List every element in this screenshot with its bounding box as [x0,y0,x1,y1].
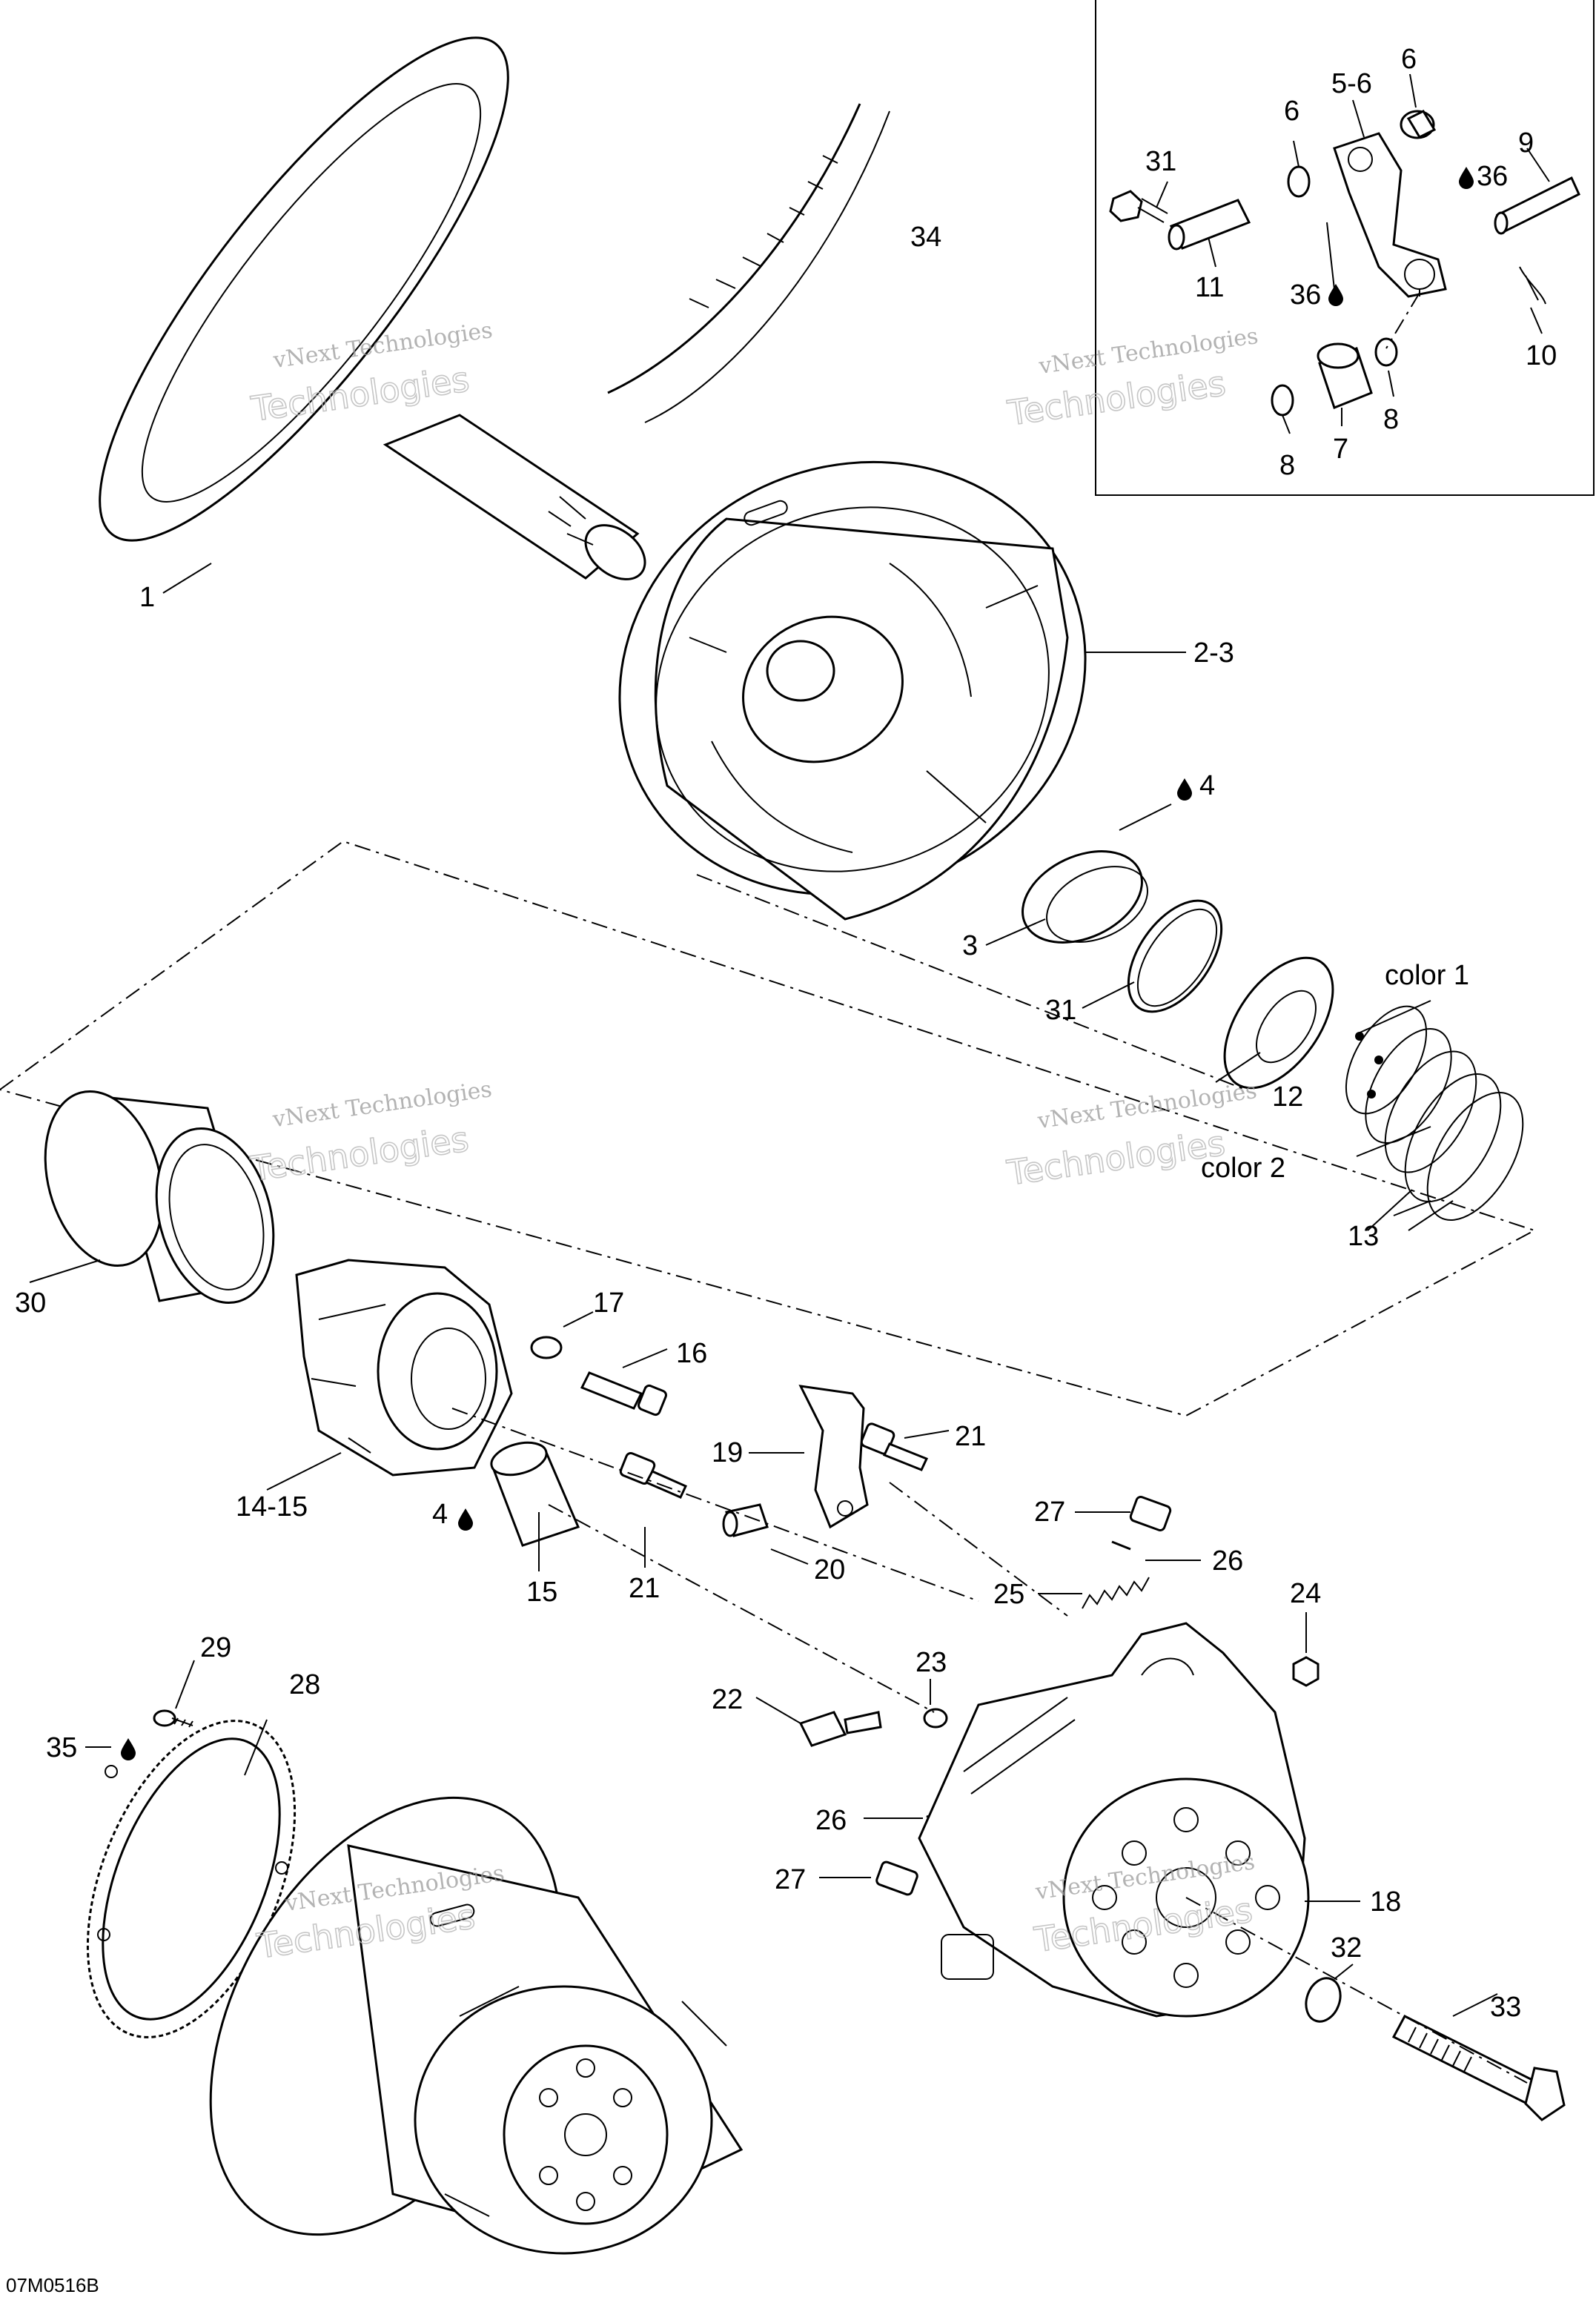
callout-36-left: 36 [1290,279,1321,311]
color-2-label: color 2 [1201,1153,1285,1184]
ring-part-26a [1111,1540,1131,1551]
assembled-clutch-part [209,1796,744,2255]
oil-drop-icon [1177,778,1192,801]
watermark-outline: Technologies [1005,363,1228,434]
callout-23: 23 [915,1647,947,1678]
diagram-code: 07M0516B [6,2274,99,2296]
callout-17: 17 [593,1288,624,1319]
callout-36-right: 36 [1477,161,1508,192]
callout-6-a: 6 [1401,44,1417,75]
color-1-label: color 1 [1385,960,1469,991]
callout-labels: 1 2-3 3 4 4 5-6 6 6 7 8 8 9 10 11 12 13 … [15,44,1557,2023]
screw-part-16 [580,1371,667,1416]
callout-4-left: 4 [432,1499,448,1530]
ring-gear-part-28 [86,1720,297,2038]
callout-25: 25 [993,1579,1024,1610]
bushing-part-3 [1021,850,1148,944]
watermark-outline: Technologies [1004,1123,1228,1193]
callout-33: 33 [1490,1992,1521,2023]
washer-part-23 [923,1708,948,1729]
callout-34: 34 [910,222,941,253]
callout-4-top: 4 [1199,770,1215,801]
callout-31-b: 31 [1045,995,1076,1026]
washer-part-32 [1305,1977,1342,2023]
leader-lines [29,73,1550,2084]
washer-part-17 [530,1336,563,1359]
callout-26-a: 26 [1212,1545,1243,1577]
oil-drop-icon [1459,167,1474,189]
screw-part-29 [153,1709,193,1728]
callout-28: 28 [289,1669,320,1700]
callout-26-b: 26 [815,1805,847,1836]
callout-15: 15 [526,1577,557,1608]
oil-drop-icon [1328,284,1343,306]
callout-18: 18 [1370,1886,1401,1918]
callout-20: 20 [814,1554,845,1585]
callout-11: 11 [1195,272,1224,303]
screw-part-21a [619,1451,688,1499]
nut-part-24 [1292,1656,1319,1687]
hub-part-14-15 [295,1259,513,1477]
callout-32: 32 [1331,1932,1362,1964]
cap-part-27b [875,1860,918,1896]
assembly-boundary [0,840,1537,1417]
callout-13: 13 [1348,1221,1379,1252]
callout-27-a: 27 [1034,1497,1065,1528]
callout-8-b: 8 [1279,450,1295,481]
bolt-part-33 [1391,2015,1566,2121]
callout-31-a: 31 [1145,146,1176,177]
callout-7: 7 [1333,434,1348,465]
callout-29: 29 [200,1632,231,1663]
callout-19: 19 [712,1437,743,1468]
watermark-text: vNext Technologies [1036,323,1259,380]
movable-sheave-part [618,460,1087,921]
sleeve-part-30 [44,1090,275,1305]
callout-22: 22 [712,1684,743,1715]
callout-21-b: 21 [629,1573,660,1604]
callout-2-3: 2-3 [1193,637,1234,669]
drive-belt-part [607,103,890,423]
spider-part-18 [918,1622,1310,2018]
oil-drop-icon [458,1508,473,1531]
callout-12: 12 [1272,1081,1303,1113]
callout-27-b: 27 [775,1864,806,1895]
cap-part-27a [1129,1496,1172,1531]
callout-1: 1 [139,582,155,613]
fixed-sheave-part [99,36,646,580]
detail-inset-frame [1095,0,1595,496]
screw-part-21b [860,1422,929,1471]
callout-6-b: 6 [1284,96,1299,127]
screw-part-22 [798,1711,882,1747]
spring-part-13 [1345,1005,1524,1221]
spring-part-25 [1082,1577,1150,1609]
oil-drop-icon [121,1738,136,1760]
spring-cup-part-12 [1223,956,1334,1090]
callout-16: 16 [676,1338,707,1369]
callout-21-a: 21 [955,1421,986,1452]
callout-35: 35 [46,1732,77,1763]
retaining-ring-part-31 [1127,899,1223,1013]
callout-24: 24 [1290,1578,1321,1609]
callout-10: 10 [1526,340,1557,371]
watermark-text: vNext Technologies [1036,1078,1259,1134]
callout-9: 9 [1518,127,1534,159]
bushing-part-15 [490,1441,580,1547]
callout-5-6: 5-6 [1331,68,1372,99]
lever-part-19 [798,1385,869,1529]
callout-3: 3 [962,930,978,961]
callout-30: 30 [15,1288,46,1319]
inset-parts [1109,110,1580,417]
callout-14-15: 14-15 [236,1491,308,1522]
callout-8-a: 8 [1383,404,1399,435]
